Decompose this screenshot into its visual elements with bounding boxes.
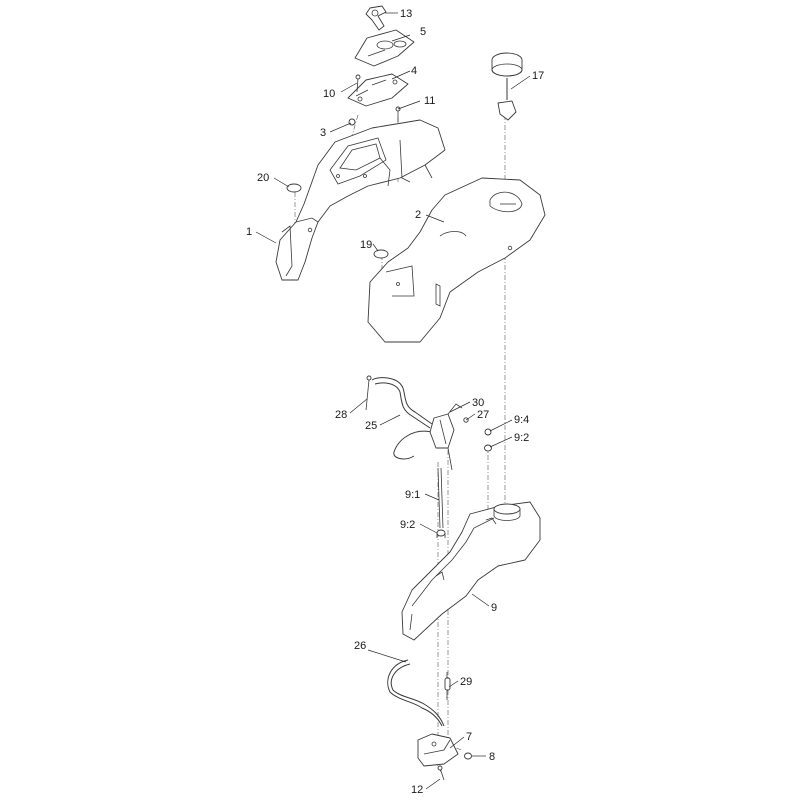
part-28-clamp — [365, 375, 372, 411]
part-9-4-fitting — [484, 428, 492, 436]
callout-9-2-upper: 9:2 — [514, 432, 529, 444]
part-4-plate — [347, 73, 409, 107]
callout-13: 13 — [400, 8, 412, 20]
callout-8: 8 — [489, 751, 495, 763]
part-11-screw — [395, 106, 401, 122]
callout-27: 27 — [477, 409, 489, 421]
part-7-bracket — [417, 733, 459, 767]
callout-25: 25 — [365, 420, 377, 432]
part-13-lever — [365, 5, 387, 31]
part-19-grommet — [373, 249, 389, 259]
callout-19: 19 — [360, 239, 372, 251]
part-8-nut — [464, 752, 472, 760]
callout-9-2-lower: 9:2 — [400, 519, 415, 531]
callout-11: 11 — [424, 95, 435, 107]
callout-29: 29 — [460, 676, 472, 688]
part-5-plate — [354, 29, 415, 67]
callout-26: 26 — [354, 640, 366, 652]
part-1-console-cover — [275, 119, 446, 281]
callout-9-1: 9:1 — [405, 489, 420, 501]
part-9-1-pickup-tube — [437, 467, 444, 529]
part-30-valve — [429, 403, 463, 471]
part-17-fuel-cap — [491, 52, 523, 121]
part-20-grommet — [286, 183, 302, 193]
part-26-fuel-line — [387, 659, 445, 727]
part-3-nut — [348, 118, 356, 126]
callout-7: 7 — [466, 731, 472, 743]
callout-4: 4 — [411, 65, 417, 77]
callout-20: 20 — [257, 172, 269, 184]
callout-5: 5 — [420, 26, 426, 38]
part-29-filter — [444, 672, 451, 700]
part-12-screw — [437, 765, 445, 781]
part-25-hose — [371, 377, 433, 460]
part-9-2-grommet-upper — [484, 444, 492, 452]
callout-10: 10 — [323, 88, 335, 100]
callout-12: 12 — [411, 784, 423, 796]
callout-leaders — [255, 12, 531, 790]
part-9-fuel-tank — [401, 501, 541, 641]
callout-17: 17 — [532, 70, 544, 82]
callout-9: 9 — [491, 602, 497, 614]
callout-9-4: 9:4 — [514, 414, 529, 426]
callout-3: 3 — [320, 127, 326, 139]
part-2-tank-cover — [367, 177, 546, 343]
part-10-screw — [355, 74, 361, 93]
part-9-2-grommet-lower — [436, 529, 446, 538]
callout-labels: 13 5 10 4 3 11 17 20 1 2 19 28 25 30 27 … — [246, 8, 544, 796]
callout-30: 30 — [472, 397, 484, 409]
callout-28: 28 — [335, 409, 347, 421]
callout-2: 2 — [415, 209, 421, 221]
callout-1: 1 — [246, 226, 252, 238]
